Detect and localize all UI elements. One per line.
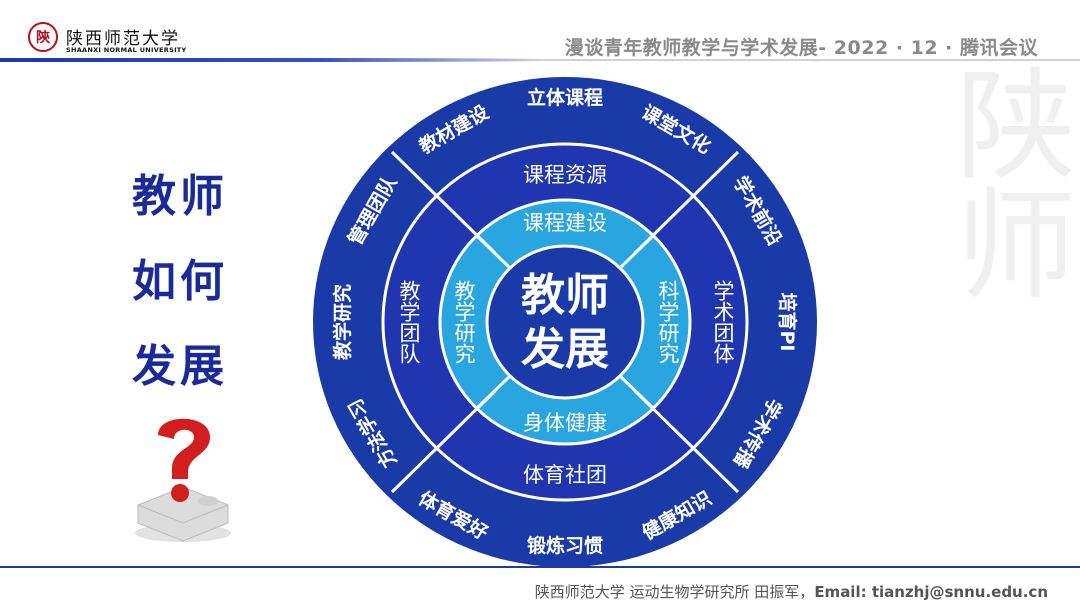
middle-ring-right: 学术团体	[711, 280, 735, 364]
background-watermark: 陕师	[935, 62, 1074, 302]
middle-ring-top: 课程资源	[523, 163, 607, 187]
slide-header-title: 漫谈青年教师教学与学术发展- 2022 · 12 · 腾讯会议	[564, 37, 1038, 59]
inner-ring-bottom: 身体健康	[523, 411, 607, 435]
question-puzzle-icon	[135, 418, 231, 542]
outer-ring-item: 教学研究	[331, 284, 354, 360]
outer-ring-item: 立体课程	[527, 86, 603, 109]
header-accent-bar	[0, 58, 540, 62]
university-name: 陕西师范大学	[66, 29, 180, 49]
wheel-center-line1: 教师	[521, 270, 609, 321]
inner-ring-left: 教学研究	[452, 280, 476, 364]
teacher-development-wheel: 教师 发展 课程建设 身体健康 教学研究 科学研究 课程资源 体育社团 教学团队…	[313, 77, 817, 567]
footer-divider	[0, 566, 1080, 568]
middle-ring-left: 教学团队	[397, 280, 421, 364]
middle-ring-bottom: 体育社团	[523, 463, 607, 487]
inner-ring-top: 课程建设	[523, 211, 607, 235]
university-seal-icon: 陝	[28, 22, 58, 52]
slide-header: 陝 陕西师范大学 SHAANXI NORMAL UNIVERSITY 漫谈青年教…	[0, 0, 1080, 70]
left-label-1: 教师	[132, 171, 228, 222]
left-label-3: 发展	[132, 341, 228, 392]
left-label-2: 如何	[132, 256, 228, 307]
header-divider	[0, 59, 1080, 61]
footer-author: 陕西师范大学 运动生物学研究所 田振军，	[534, 583, 815, 601]
footer-credit: 陕西师范大学 运动生物学研究所 田振军，Email: tianzhj@snnu.…	[535, 581, 1048, 602]
outer-ring-item: 培育PI	[776, 293, 799, 352]
outer-ring-item: 锻炼习惯	[527, 534, 603, 557]
university-name-en: SHAANXI NORMAL UNIVERSITY	[66, 46, 187, 54]
wheel-center-line2: 发展	[521, 324, 609, 375]
inner-ring-right: 科学研究	[656, 280, 680, 364]
footer-email: Email: tianzhj@snnu.edu.cn	[814, 583, 1048, 601]
